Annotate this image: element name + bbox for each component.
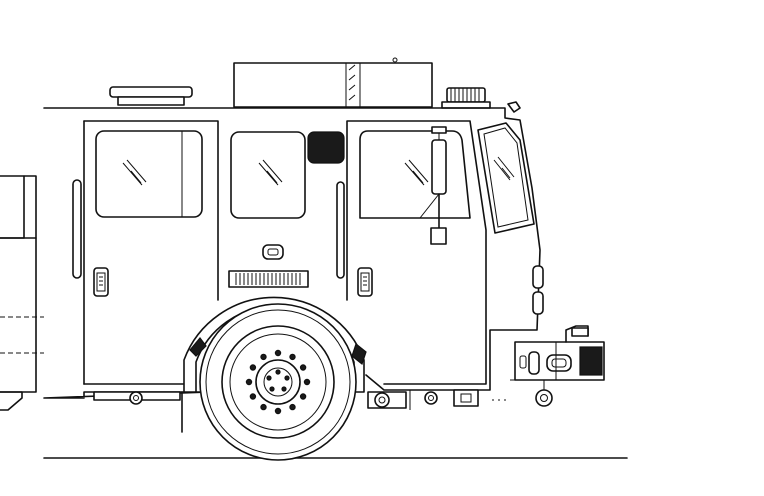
front-wheel-assembly [183, 296, 367, 461]
bumper-grille [579, 346, 603, 376]
rear-body-section [0, 175, 44, 411]
center-window [230, 131, 306, 219]
rear-crew-door [83, 120, 219, 385]
roof-box [233, 62, 433, 108]
front-door-handle [357, 267, 373, 297]
roof-equipment [109, 57, 521, 113]
bumper-handle [546, 354, 572, 372]
mud-flap-rear [189, 337, 207, 357]
front-bumper [514, 265, 605, 407]
center-light-box [307, 131, 345, 164]
side-mirror [419, 126, 447, 245]
rear-door-handle [93, 267, 109, 297]
undercarriage [93, 379, 530, 433]
front-marker-lower [532, 291, 544, 315]
center-handle [262, 244, 284, 260]
windshield [477, 122, 535, 234]
front-marker-upper [532, 265, 544, 289]
wheel-hub [255, 359, 301, 405]
bumper-light [528, 351, 540, 375]
mirror-head [431, 139, 447, 195]
front-cab-door [346, 120, 487, 385]
lug-nuts [245, 349, 311, 415]
center-panel [228, 131, 345, 288]
roof-light [507, 101, 521, 113]
mirror-mount [430, 227, 447, 245]
center-grab-rail [336, 181, 345, 279]
tow-hook [535, 389, 553, 407]
light-bar [109, 86, 193, 98]
rear-door-window [95, 130, 203, 218]
mud-flap-front [351, 342, 367, 366]
left-grab-rail [72, 179, 82, 279]
